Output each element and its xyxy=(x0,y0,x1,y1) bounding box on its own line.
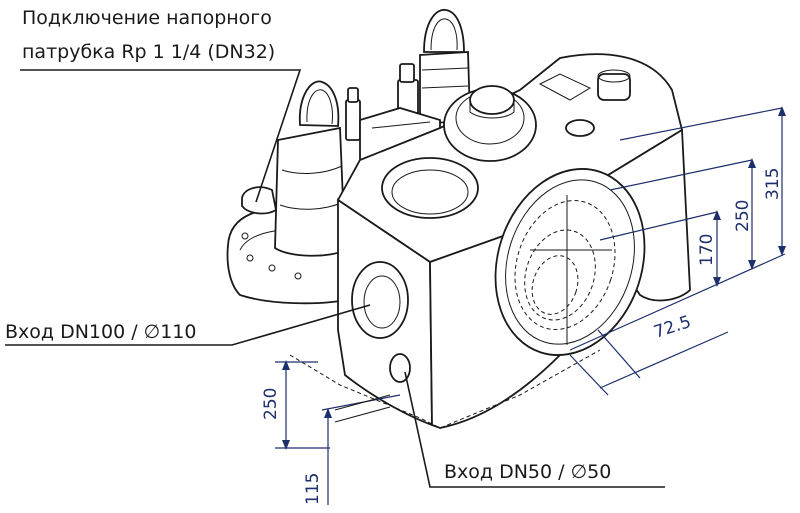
leader-lines xyxy=(5,69,665,488)
dimension-250-left: 250 xyxy=(261,388,281,420)
large-side-flange xyxy=(494,168,646,356)
left-pump-motor xyxy=(241,80,346,257)
inlet-dn100-label: Вход DN100 / ∅110 xyxy=(5,321,196,343)
inspection-cover xyxy=(443,85,537,162)
base-outline xyxy=(289,349,601,429)
inlet-dn50-label: Вход DN50 / ∅50 xyxy=(444,461,611,483)
dimension-lines xyxy=(275,106,786,505)
dimension-170: 170 xyxy=(697,234,717,266)
dn100-inlet xyxy=(351,261,409,339)
dimension-250-right: 250 xyxy=(733,200,753,232)
discharge-connection-label-line1: Подключение напорного xyxy=(22,7,272,29)
dimension-72-5: 72.5 xyxy=(651,312,693,343)
dimension-115: 115 xyxy=(303,473,323,505)
dimension-315: 315 xyxy=(763,168,783,200)
discharge-connection-label-line2: патрубка Rp 1 1/4 (DN32) xyxy=(22,41,275,63)
